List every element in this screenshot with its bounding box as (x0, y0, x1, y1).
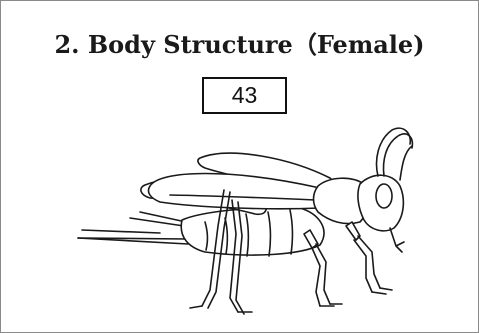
compound-eye (376, 184, 392, 208)
cerci (130, 212, 186, 226)
abdomen (181, 208, 324, 255)
ovipositor (78, 230, 188, 244)
middle-legs (304, 230, 342, 306)
palps (390, 228, 404, 252)
antennae (377, 128, 413, 180)
front-legs (346, 222, 392, 294)
